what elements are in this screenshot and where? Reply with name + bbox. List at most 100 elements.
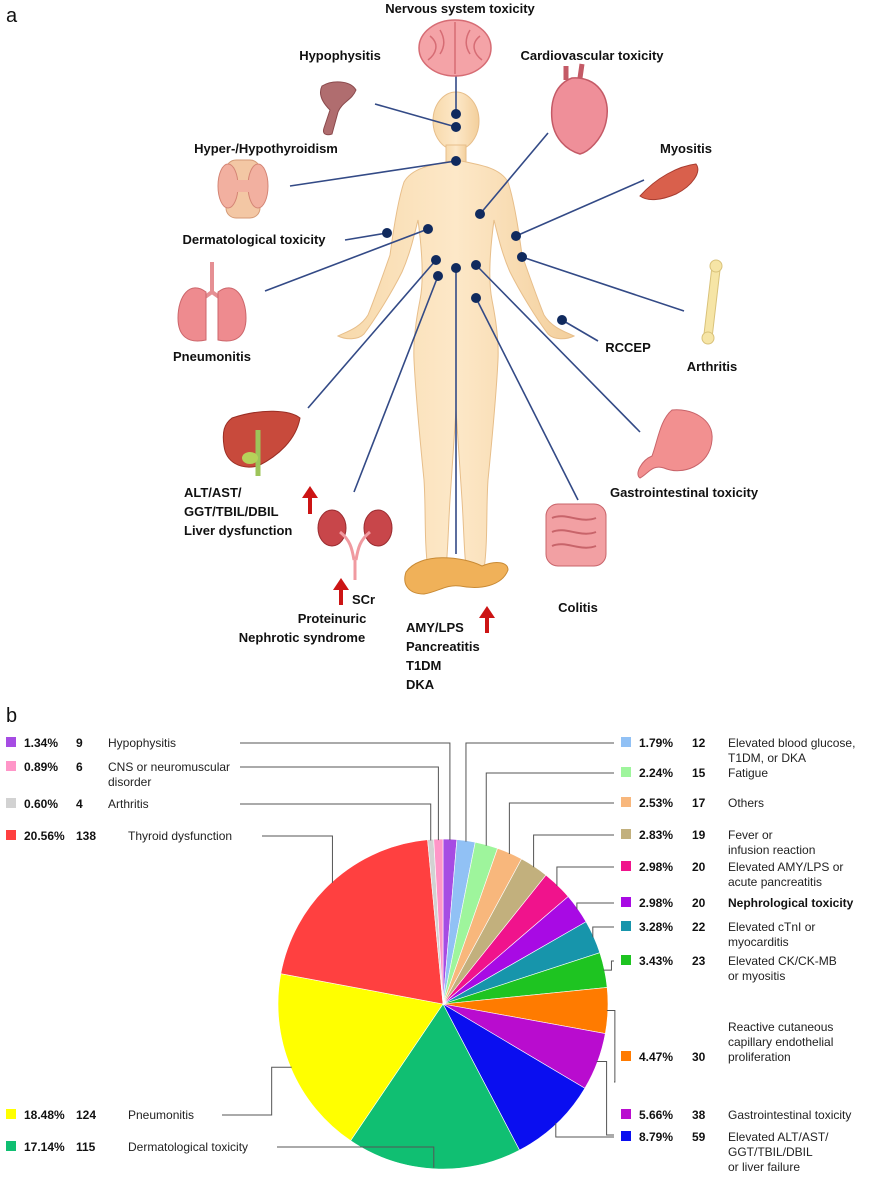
legend-swatch	[6, 737, 16, 747]
legend-label: or liver failure	[728, 1160, 800, 1174]
legend-percent: 2.53%	[639, 796, 673, 810]
legend-count: 4	[76, 797, 83, 811]
pie-slice	[280, 839, 444, 1005]
legend-count: 22	[692, 920, 706, 934]
legend-label: Reactive cutaneous	[728, 1020, 833, 1034]
leader-line	[556, 866, 614, 887]
panel-b-letter: b	[6, 705, 17, 727]
label-pancreas-dka: DKA	[406, 677, 435, 692]
legend-label: Elevated blood glucose,	[728, 736, 855, 750]
legend-label: Thyroid dysfunction	[128, 829, 232, 843]
legend-swatch	[621, 897, 631, 907]
legend-count: 124	[76, 1108, 96, 1122]
legend-percent: 1.34%	[24, 736, 58, 750]
legend-count: 19	[692, 828, 706, 842]
legend-swatch	[6, 1109, 16, 1119]
label-pancreas-pancreatitis: Pancreatitis	[406, 639, 480, 654]
bone-icon	[701, 259, 723, 345]
legend-label: Pneumonitis	[128, 1108, 194, 1122]
leader-line	[240, 766, 439, 841]
legend-percent: 2.98%	[639, 860, 673, 874]
legend-swatch	[6, 830, 16, 840]
legend-swatch	[621, 1109, 631, 1119]
intestine-icon	[545, 503, 607, 567]
increase-arrow-icon	[302, 486, 495, 633]
liver-icon	[222, 410, 301, 476]
legend-percent: 8.79%	[639, 1130, 673, 1144]
organ-connectors	[264, 74, 685, 554]
legend-label: GGT/TBIL/DBIL	[728, 1145, 813, 1159]
legend-percent: 17.14%	[24, 1140, 65, 1154]
legend-label: or myositis	[728, 969, 785, 983]
legend-percent: 5.66%	[639, 1108, 673, 1122]
legend-label: Elevated ALT/AST/	[728, 1130, 829, 1144]
leader-line	[508, 802, 614, 855]
legend-label: CNS or neuromuscular	[108, 760, 230, 774]
leader-line	[603, 960, 614, 971]
label-arthritis: Arthritis	[687, 359, 738, 374]
legend-label: Fatigue	[728, 766, 768, 780]
legend-count: 9	[76, 736, 83, 750]
legend-percent: 20.56%	[24, 829, 65, 843]
legend-percent: 0.60%	[24, 797, 58, 811]
legend-label: Elevated CK/CK-MB	[728, 954, 837, 968]
label-thyroid: Hyper-/Hypothyroidism	[194, 141, 338, 156]
pie-slice	[350, 1003, 520, 1170]
leader-lines	[222, 742, 616, 1168]
legend-percent: 2.24%	[639, 766, 673, 780]
legend-swatch	[621, 1051, 631, 1061]
legend-label: myocarditis	[728, 935, 789, 949]
label-kidney-nephrotic: Nephrotic syndrome	[239, 630, 365, 645]
label-pancreas-amy: AMY/LPS	[406, 620, 464, 635]
leader-line	[262, 835, 333, 883]
label-nervous-system: Nervous system toxicity	[385, 1, 535, 16]
legend-label: Arthritis	[108, 797, 149, 811]
legend-label: Others	[728, 796, 764, 810]
legend-percent: 3.43%	[639, 954, 673, 968]
pie-chart	[277, 838, 609, 1170]
legend-label: T1DM, or DKA	[728, 751, 806, 765]
connector-dots	[382, 109, 567, 325]
label-gastrointestinal: Gastrointestinal toxicity	[610, 485, 759, 500]
label-kidney-scr: SCr	[352, 592, 375, 607]
legend-count: 115	[76, 1140, 96, 1154]
legend-swatch	[621, 921, 631, 931]
legend-count: 17	[692, 796, 706, 810]
legend-percent: 2.98%	[639, 896, 673, 910]
brain-icon	[418, 19, 492, 77]
leader-line	[596, 1060, 614, 1136]
legend-label: Hypophysitis	[108, 736, 176, 750]
pie-slice	[442, 1003, 586, 1151]
legend-label: disorder	[108, 775, 151, 789]
legend-label: proliferation	[728, 1050, 791, 1064]
legend-swatch	[6, 1141, 16, 1151]
legend-percent: 1.79%	[639, 736, 673, 750]
label-cardiovascular: Cardiovascular toxicity	[520, 48, 664, 63]
leader-line	[240, 742, 451, 841]
legend-label: capillary endothelial	[728, 1035, 833, 1049]
pancreas-icon	[404, 557, 509, 595]
heart-icon	[550, 63, 608, 155]
label-liver-enzymes: ALT/AST/	[184, 485, 242, 500]
leader-line	[240, 803, 432, 841]
legend-percent: 3.28%	[639, 920, 673, 934]
label-rccep: RCCEP	[605, 340, 651, 355]
legend-count: 12	[692, 736, 706, 750]
legend-count: 138	[76, 829, 96, 843]
pie-legend: 1.34% 9 Hypophysitis 1.79% 12 Elevated blood …	[6, 736, 855, 1174]
legend-label: Nephrological toxicity	[728, 896, 854, 910]
legend-label: acute pancreatitis	[728, 875, 822, 889]
legend-count: 20	[692, 896, 706, 910]
label-liver-dysfunction: Liver dysfunction	[184, 523, 292, 538]
legend-swatch	[621, 955, 631, 965]
legend-percent: 18.48%	[24, 1108, 65, 1122]
legend-label: Gastrointestinal toxicity	[728, 1108, 851, 1122]
legend-count: 38	[692, 1108, 706, 1122]
legend-swatch	[621, 767, 631, 777]
panel-a-letter: a	[6, 5, 18, 27]
muscle-icon	[639, 163, 699, 201]
legend-percent: 2.83%	[639, 828, 673, 842]
legend-percent: 0.89%	[24, 760, 58, 774]
leader-line	[277, 1146, 435, 1168]
label-kidney-proteinuric: Proteinuric	[298, 611, 367, 626]
